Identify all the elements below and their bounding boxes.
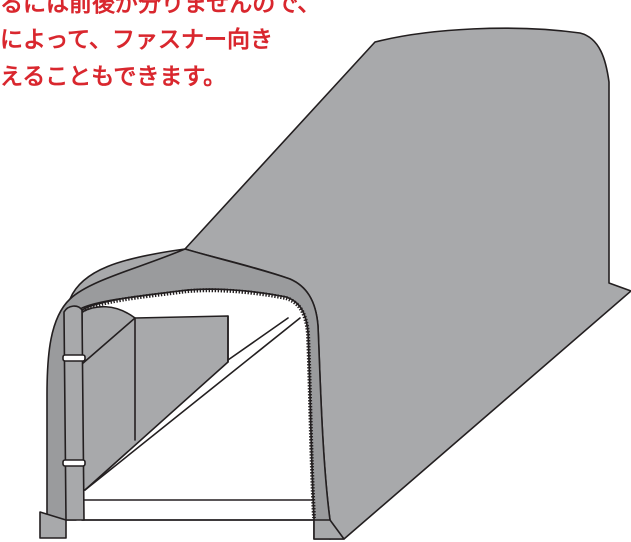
tent-ground-flap-left <box>39 511 67 539</box>
caption-text-block: るには前後が分りませんので、 によって、ファスナー向き えることもできます。 <box>0 0 340 100</box>
tent-door-flap <box>63 305 85 521</box>
caption-line: によって、ファスナー向き <box>0 27 274 53</box>
caption-line: えることもできます。 <box>0 64 227 90</box>
caption-line: るには前後が分りませんので、 <box>0 0 321 17</box>
zipper-teeth <box>81 288 316 519</box>
tent-ground-flap-right <box>313 519 345 540</box>
tent-interior-side-panel <box>81 305 229 491</box>
